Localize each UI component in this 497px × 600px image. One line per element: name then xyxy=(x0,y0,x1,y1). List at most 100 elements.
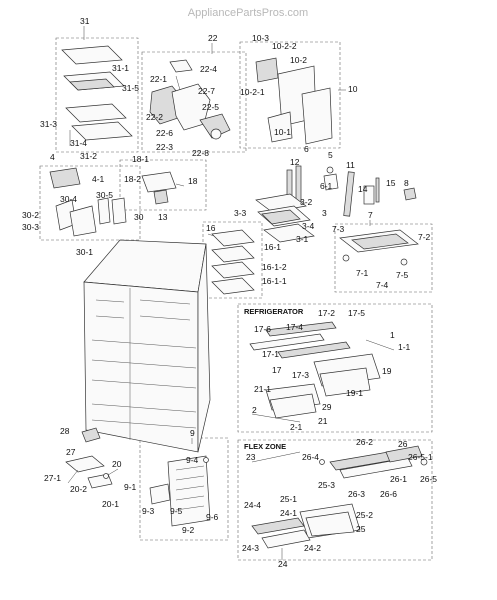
label-30-5: 30-5 xyxy=(96,190,113,200)
group-box-31 xyxy=(55,37,139,153)
label-26-3: 26-3 xyxy=(348,489,365,499)
label-17-6: 17-6 xyxy=(254,324,271,334)
label-31-5: 31-5 xyxy=(122,83,139,93)
part-6-1 xyxy=(323,173,339,191)
part-11 xyxy=(343,171,355,217)
label-27-1: 27-1 xyxy=(44,473,61,483)
label-17-4: 17-4 xyxy=(286,322,303,332)
crisper-19-1 xyxy=(319,367,371,397)
label-17: 17 xyxy=(272,365,282,375)
part-5 xyxy=(326,166,334,174)
shelf-3-1 xyxy=(263,223,315,243)
label-18-2: 18-2 xyxy=(124,174,141,184)
refrigerator-cabinet xyxy=(83,239,211,453)
label-4-1: 4-1 xyxy=(92,174,105,184)
shelf-16-1 xyxy=(211,245,255,263)
label-26-5-1: 26-5-1 xyxy=(408,452,433,462)
label-5: 5 xyxy=(328,150,333,160)
shelf-16-1-2 xyxy=(211,261,255,279)
shelf-assembly-31 xyxy=(61,45,133,146)
group-box-flex-zone xyxy=(237,439,433,561)
drawer-7-glass xyxy=(351,233,409,250)
label-7-4: 7-4 xyxy=(376,280,389,290)
label-7-3: 7-3 xyxy=(332,224,345,234)
misc-parts-right xyxy=(255,165,417,243)
label-27: 27 xyxy=(66,447,76,457)
label-3-1: 3-1 xyxy=(296,234,309,244)
drawer-assembly-7 xyxy=(339,229,419,266)
cabinet-side xyxy=(197,243,211,453)
label-7-2: 7-2 xyxy=(418,232,431,242)
shelf-3-3-glass xyxy=(261,209,301,225)
label-13: 13 xyxy=(158,212,168,222)
group-box-refrigerator xyxy=(237,303,433,433)
evaporator-assembly-9 xyxy=(149,455,211,527)
label-15: 15 xyxy=(386,178,396,188)
label-30-1: 30-1 xyxy=(76,247,93,257)
label-28: 28 xyxy=(60,426,70,436)
label-21: 21 xyxy=(318,416,328,426)
door-assembly-10 xyxy=(255,57,333,145)
shelf-31-top xyxy=(61,45,123,65)
label-31-4: 31-4 xyxy=(70,138,87,148)
label-2-1: 2-1 xyxy=(290,422,303,432)
label-3-2: 3-2 xyxy=(300,197,313,207)
label-22-2: 22-2 xyxy=(146,112,163,122)
label-29: 29 xyxy=(322,402,332,412)
shelf-31-5-glass xyxy=(69,78,115,91)
label-16-1: 16-1 xyxy=(264,242,281,252)
label-26: 26 xyxy=(398,439,408,449)
label-20-1: 20-1 xyxy=(102,499,119,509)
label-24-4: 24-4 xyxy=(244,500,261,510)
label-2: 2 xyxy=(252,405,257,415)
label-9-2: 9-2 xyxy=(182,525,195,535)
drawer-25-inner xyxy=(305,511,355,537)
label-26-5: 26-5 xyxy=(420,474,437,484)
part-14 xyxy=(363,185,375,205)
refrigerator-parts xyxy=(249,321,395,423)
rail-24-2 xyxy=(261,529,311,549)
flex-zone-parts xyxy=(251,445,428,549)
label-31: 31 xyxy=(80,16,90,26)
label-7-1: 7-1 xyxy=(356,268,369,278)
shelf-16-1-1 xyxy=(211,277,255,295)
label-25-2: 25-2 xyxy=(356,510,373,520)
label-23: 23 xyxy=(246,452,256,462)
shelf-assembly-16 xyxy=(211,229,255,295)
label-3-3: 3-3 xyxy=(234,208,247,218)
part-28 xyxy=(81,427,101,443)
label-14: 14 xyxy=(358,184,368,194)
evaporator-9-6 xyxy=(167,455,211,527)
label-9-5: 9-5 xyxy=(170,506,183,516)
part-30-4 xyxy=(97,197,111,225)
label-10-1: 10-1 xyxy=(274,127,291,137)
label-17-2: 17-2 xyxy=(318,308,335,318)
group-box-16 xyxy=(202,221,263,299)
part-9-4 xyxy=(203,457,209,463)
label-24-1: 24-1 xyxy=(280,508,297,518)
label-6: 6 xyxy=(304,144,309,154)
group-box-10 xyxy=(239,41,341,149)
label-22-3: 22-3 xyxy=(156,142,173,152)
label-16-1-1: 16-1-1 xyxy=(262,276,287,286)
shelf-31-4 xyxy=(71,121,133,141)
rail-26-6 xyxy=(339,457,413,479)
label-19: 19 xyxy=(382,366,392,376)
section-flex-zone: FLEX ZONE xyxy=(244,442,286,451)
label-24: 24 xyxy=(278,559,288,569)
label-31-1: 31-1 xyxy=(112,63,129,73)
group-box-18 xyxy=(119,159,207,211)
label-6-1: 6-1 xyxy=(320,181,333,191)
label-1-1: 1-1 xyxy=(398,342,411,352)
label-9-6: 9-6 xyxy=(206,512,219,522)
rail-17-1 xyxy=(249,333,325,351)
watermark-text: AppliancePartsPros.com xyxy=(188,7,308,19)
label-31-3: 31-3 xyxy=(40,119,57,129)
rail-2 xyxy=(251,413,301,423)
part-30 xyxy=(69,205,97,237)
part-15 xyxy=(375,177,380,203)
label-31-2: 31-2 xyxy=(80,151,97,161)
label-20-2: 20-2 xyxy=(70,484,87,494)
part-26 xyxy=(385,445,423,463)
part-9-1 xyxy=(149,483,171,505)
